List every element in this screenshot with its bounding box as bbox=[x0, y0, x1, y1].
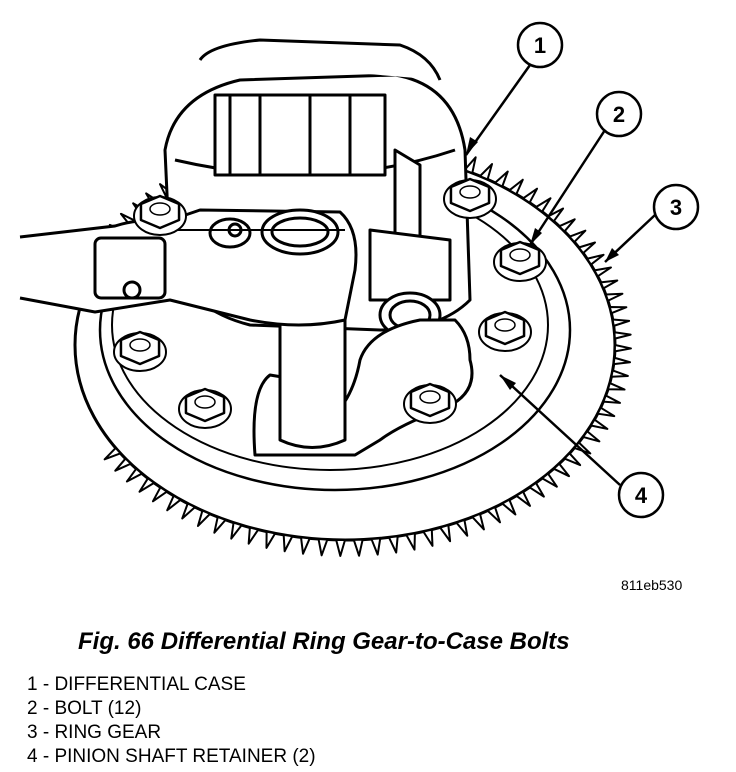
gear-tooth bbox=[593, 266, 612, 278]
gear-tooth bbox=[439, 524, 452, 543]
gear-tooth bbox=[610, 369, 629, 378]
gear-tooth bbox=[613, 331, 632, 340]
callout-4: 4 bbox=[617, 471, 665, 519]
gear-tooth bbox=[494, 170, 509, 188]
gear-tooth bbox=[589, 418, 609, 430]
gear-tooth bbox=[455, 518, 469, 537]
bolt bbox=[133, 194, 187, 236]
legend: 1 - DIFFERENTIAL CASE 2 - BOLT (12) 3 - … bbox=[27, 673, 316, 769]
gear-tooth bbox=[515, 490, 532, 507]
svg-text:3: 3 bbox=[670, 195, 682, 220]
gear-tooth bbox=[125, 467, 144, 483]
bolt bbox=[493, 240, 547, 282]
gear-tooth bbox=[508, 178, 524, 196]
gear-tooth bbox=[577, 241, 596, 255]
gear-tooth bbox=[613, 344, 632, 353]
gear-tooth bbox=[586, 253, 605, 266]
gear-tooth bbox=[522, 187, 539, 204]
legend-item: 2 - BOLT (12) bbox=[27, 698, 142, 719]
ring-gear-bolts bbox=[113, 177, 547, 429]
gear-tooth bbox=[541, 472, 558, 488]
gear-tooth bbox=[552, 462, 571, 478]
gear-tooth bbox=[230, 521, 243, 540]
gear-tooth bbox=[114, 457, 132, 472]
callout-1-leader bbox=[464, 64, 532, 156]
bolt bbox=[113, 330, 167, 372]
gear-tooth bbox=[463, 156, 477, 175]
gear-tooth bbox=[370, 537, 382, 556]
bolt bbox=[178, 387, 232, 429]
gear-tooth bbox=[486, 506, 501, 524]
gear-tooth bbox=[608, 305, 628, 315]
gear-tooth bbox=[606, 382, 626, 391]
legend-item: 1 - DIFFERENTIAL CASE bbox=[27, 674, 246, 695]
svg-text:1: 1 bbox=[534, 33, 546, 58]
gear-tooth bbox=[317, 538, 329, 557]
gear-tooth bbox=[612, 356, 632, 366]
figure-code: 811eb530 bbox=[621, 577, 683, 593]
gear-tooth bbox=[528, 481, 545, 498]
gear-tooth bbox=[213, 515, 227, 534]
gear-tooth bbox=[602, 394, 622, 404]
callout-4-leader bbox=[499, 374, 621, 486]
gear-tooth bbox=[335, 538, 346, 557]
callout-2: 2 bbox=[595, 90, 643, 138]
gear-tooth bbox=[387, 535, 399, 554]
gear-tooth bbox=[568, 229, 587, 244]
gear-tooth bbox=[534, 197, 552, 213]
gear-tooth bbox=[181, 502, 196, 520]
gear-tooth bbox=[166, 494, 182, 512]
gear-tooth bbox=[582, 430, 601, 443]
gear-tooth bbox=[138, 477, 156, 493]
gear-tooth bbox=[247, 526, 260, 545]
gear-tooth bbox=[103, 446, 122, 461]
gear-tooth bbox=[282, 533, 294, 553]
gear-tooth bbox=[422, 528, 434, 547]
pinion-shaft bbox=[278, 318, 347, 449]
gear-tooth bbox=[596, 406, 616, 418]
gear-tooth bbox=[479, 163, 494, 181]
gear-tooth bbox=[546, 207, 565, 223]
bolt bbox=[403, 382, 457, 424]
gear-tooth bbox=[604, 292, 624, 302]
callout-2-leader bbox=[528, 129, 607, 246]
gear-tooth bbox=[471, 512, 485, 531]
gear-tooth bbox=[501, 498, 517, 516]
callout-1: 1 bbox=[516, 21, 564, 69]
ring-gear-illustration: 1 2 3 4 bbox=[19, 21, 700, 557]
gear-tooth bbox=[352, 538, 364, 557]
gear-tooth bbox=[405, 532, 416, 551]
gear-tooth bbox=[300, 536, 311, 555]
svg-text:2: 2 bbox=[613, 102, 625, 127]
gear-tooth bbox=[563, 452, 582, 467]
bolt bbox=[478, 310, 532, 352]
gear-tooth bbox=[599, 279, 619, 290]
figure-caption: Fig. 66 Differential Ring Gear-to-Case B… bbox=[78, 628, 570, 655]
callout-3: 3 bbox=[652, 183, 700, 231]
svg-text:4: 4 bbox=[635, 483, 648, 508]
gear-tooth bbox=[151, 486, 168, 503]
gear-tooth bbox=[265, 530, 277, 549]
gear-tooth bbox=[196, 509, 211, 527]
legend-item: 4 - PINION SHAFT RETAINER (2) bbox=[27, 746, 316, 767]
legend-item: 3 - RING GEAR bbox=[27, 722, 162, 743]
gear-tooth bbox=[558, 218, 576, 233]
bolt bbox=[443, 177, 497, 219]
gear-tooth bbox=[611, 318, 631, 327]
